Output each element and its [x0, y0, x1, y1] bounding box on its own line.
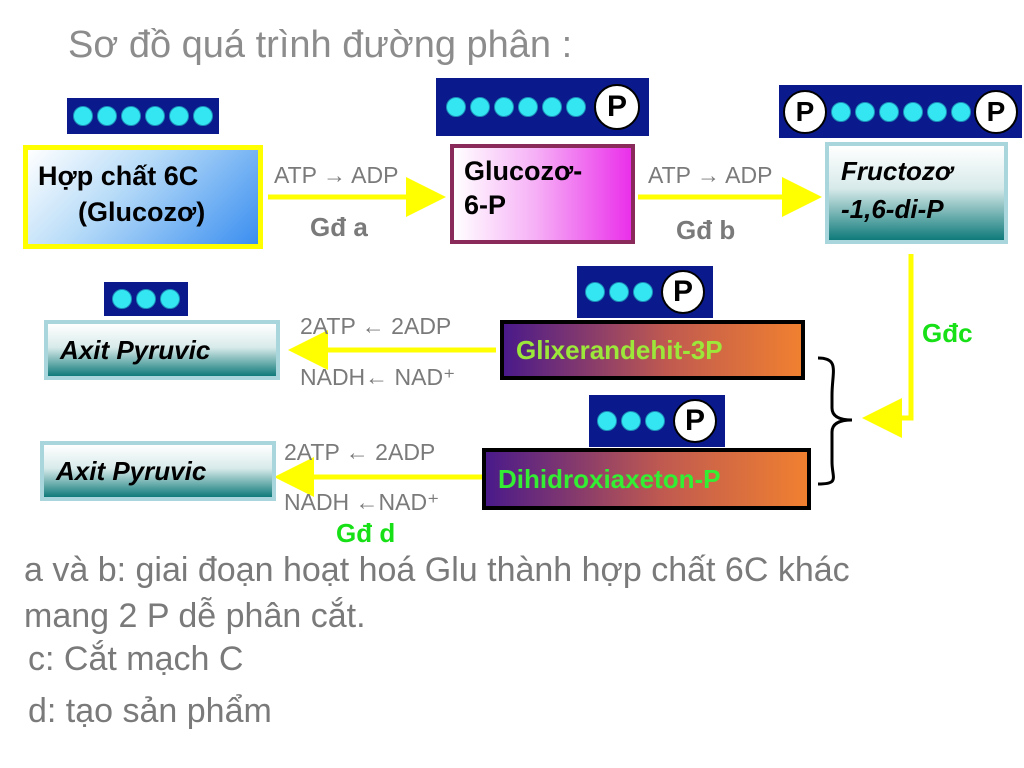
g3p-carbon-chain: P [577, 266, 713, 318]
carbon-dot [518, 97, 538, 117]
carbon-dot [160, 289, 180, 309]
node-fructose-1-6-di-p: Fructozơ -1,6-di-P [825, 142, 1008, 244]
carbon-dot [470, 97, 490, 117]
carbon-dot [121, 106, 141, 126]
node-g6p-line1: Glucozơ- [464, 156, 583, 186]
split-brace [817, 356, 853, 486]
note-line-2: mang 2 P dễ phân cắt. [24, 597, 366, 635]
reaction-label-b: ATP → ADP [648, 162, 773, 188]
carbon-dot [494, 97, 514, 117]
glucose-carbon-chain [67, 98, 219, 134]
reaction-label-nadh-2: NADH ←NAD⁺ [284, 489, 440, 515]
carbon-dot [145, 106, 165, 126]
carbon-dot [830, 101, 851, 122]
arrow-stage-c [862, 254, 914, 438]
carbon-dot [112, 289, 132, 309]
node-pyruvic-acid-2: Axit Pyruvic [40, 441, 276, 501]
carbon-dot [136, 289, 156, 309]
phosphate-icon: P [594, 84, 640, 130]
carbon-dot [446, 97, 466, 117]
carbon-dot [621, 411, 641, 431]
stage-label-c: Gđc [922, 318, 973, 348]
carbon-dot [597, 411, 617, 431]
node-f16dp-line1: Fructozơ [841, 156, 953, 186]
carbon-dot [169, 106, 189, 126]
reaction-label-nadh-1: NADH← NAD⁺ [300, 364, 456, 390]
node-glyceraldehyde-3p: Glixerandehit-3P [500, 320, 805, 380]
node-glucose-line2: (Glucozơ) [78, 197, 206, 227]
phosphate-icon: P [974, 89, 1018, 134]
carbon-dot [585, 282, 605, 302]
node-glucose: Hợp chất 6C (Glucozơ) [23, 145, 263, 249]
reaction-label-atp-2: 2ATP ← 2ADP [284, 439, 436, 465]
phosphate-icon: P [673, 399, 717, 443]
node-pyruvic-acid-1: Axit Pyruvic [44, 320, 280, 380]
carbon-dot [645, 411, 665, 431]
carbon-dot [73, 106, 93, 126]
pyruvic-carbon-chain [104, 282, 188, 316]
node-g6p-line2: 6-P [464, 190, 507, 220]
node-glucose-6-p: Glucozơ- 6-P [450, 144, 635, 244]
phosphate-icon: P [661, 270, 705, 314]
carbon-dot [926, 101, 947, 122]
node-dihydroxyacetone-p: Dihidroxiaxeton-P [482, 448, 811, 510]
stage-label-d: Gđ d [336, 518, 396, 548]
reaction-label-a: ATP → ADP [274, 162, 399, 188]
node-glucose-line1: Hợp chất 6C [38, 161, 199, 191]
note-line-1: a và b: giai đoạn hoạt hoá Glu thành hợp… [24, 551, 850, 589]
f16dp-carbon-chain: P P [779, 85, 1022, 138]
carbon-dot [878, 101, 899, 122]
carbon-dot [854, 101, 875, 122]
carbon-dot [542, 97, 562, 117]
carbon-dot [633, 282, 653, 302]
reaction-label-atp-1: 2ATP ← 2ADP [300, 313, 452, 339]
dhap-carbon-chain: P [589, 395, 725, 447]
phosphate-icon: P [783, 89, 827, 134]
g6p-carbon-chain: P [436, 78, 649, 136]
page-title: Sơ đồ quá trình đường phân : [68, 24, 573, 66]
carbon-dot [609, 282, 629, 302]
carbon-dot [193, 106, 213, 126]
stage-label-a: Gđ a [310, 212, 368, 242]
carbon-dot [902, 101, 923, 122]
note-line-3: c: Cắt mạch C [28, 640, 244, 678]
carbon-group [829, 101, 973, 122]
carbon-dot [566, 97, 586, 117]
carbon-dot [950, 101, 971, 122]
carbon-dot [97, 106, 117, 126]
stage-label-b: Gđ b [676, 215, 736, 245]
node-f16dp-line2: -1,6-di-P [841, 194, 944, 224]
note-line-4: d: tạo sản phẩm [28, 692, 272, 730]
